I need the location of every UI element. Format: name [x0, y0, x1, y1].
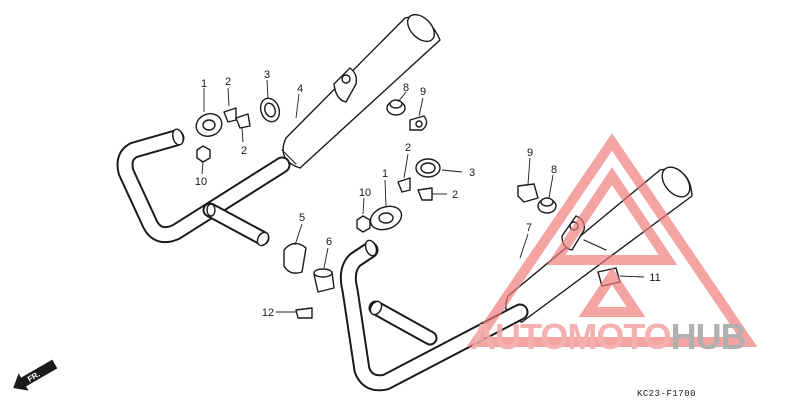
callout-1-left: 1 — [201, 78, 207, 90]
watermark-brand-part1: AUTOMOTO — [470, 316, 671, 357]
callout-11: 11 — [649, 272, 660, 284]
callout-8-right: 8 — [551, 164, 557, 176]
watermark-triangle-icon — [466, 133, 758, 347]
arrow-left-icon — [13, 359, 58, 391]
callout-2-left-bottom: 2 — [241, 145, 247, 157]
leader-lines — [201, 79, 645, 313]
callout-labels: 1 2 3 4 2 10 8 9 2 3 1 10 2 9 8 5 6 7 11… — [195, 69, 661, 319]
callout-9-left: 9 — [420, 86, 426, 98]
callout-5: 5 — [299, 212, 305, 224]
left-exhaust-pipe-assembly — [116, 13, 441, 247]
callout-4: 4 — [297, 83, 303, 95]
right-exhaust-pipe-assembly — [339, 166, 693, 392]
callout-6: 6 — [326, 236, 332, 248]
callout-7: 7 — [526, 222, 532, 234]
watermark-brand-primary: AUTOMOTOHUB — [470, 316, 746, 357]
callout-2-left-top: 2 — [225, 76, 231, 88]
watermark: AUTOMOTOHUB — [466, 133, 758, 357]
right-small-parts — [283, 158, 621, 319]
callout-12: 12 — [262, 307, 274, 319]
callout-1-right: 1 — [382, 168, 388, 180]
callout-8-left: 8 — [403, 82, 409, 94]
callout-3-right: 3 — [469, 167, 475, 179]
callout-2-right-top: 2 — [405, 142, 411, 154]
figure-code: KC23-F1700 — [637, 389, 696, 399]
callout-10-left: 10 — [195, 176, 207, 188]
callout-10-right: 10 — [359, 187, 371, 199]
front-direction-arrow: FR. — [13, 359, 58, 391]
watermark-brand-part2: HUB — [671, 316, 746, 357]
callout-3-left: 3 — [264, 69, 270, 81]
callout-9-right: 9 — [527, 147, 533, 159]
left-small-parts — [195, 97, 428, 163]
callout-2-right-bottom: 2 — [452, 189, 458, 201]
